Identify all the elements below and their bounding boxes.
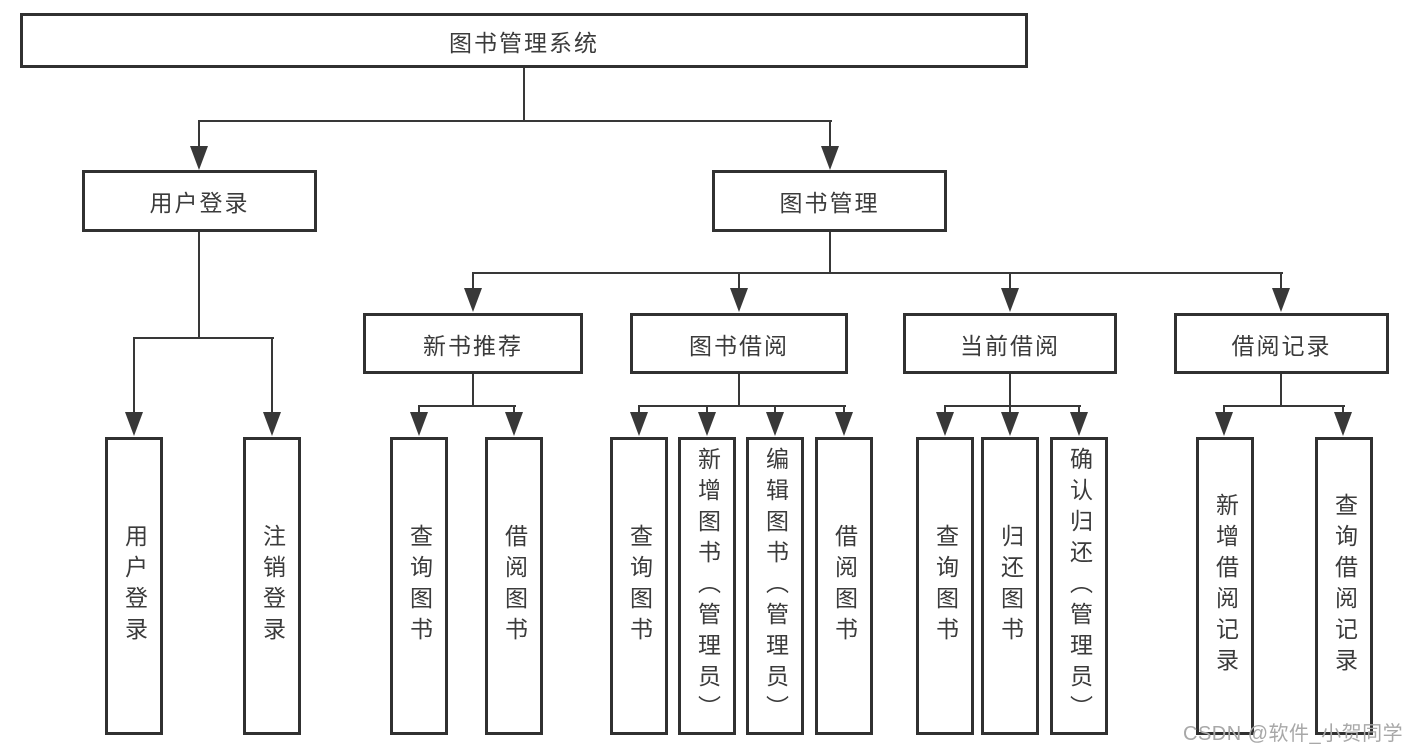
leaf-query-books-recommend: 查询图书 bbox=[390, 437, 448, 735]
arrowhead-down-icon bbox=[1272, 288, 1290, 312]
connector-root-stem bbox=[523, 68, 525, 122]
leaf-borrow-books-recommend-label: 借阅图书 bbox=[501, 524, 528, 648]
leaf-edit-book-admin: 编辑图书（管理员） bbox=[746, 437, 804, 735]
connector-drop bbox=[1078, 405, 1080, 417]
leaf-add-book-admin-label: 新增图书（管理员） bbox=[694, 446, 721, 726]
leaf-query-books-recommend-label: 查询图书 bbox=[406, 524, 433, 648]
connector-drop bbox=[198, 120, 200, 150]
node-user-login: 用户登录 bbox=[82, 170, 317, 232]
arrowhead-down-icon bbox=[766, 412, 784, 436]
connector-borrowrecords-splitter bbox=[1223, 405, 1345, 407]
connector-bookborrow-stem bbox=[738, 374, 740, 407]
leaf-add-book-admin: 新增图书（管理员） bbox=[678, 437, 736, 735]
arrowhead-down-icon bbox=[936, 412, 954, 436]
connector-drop bbox=[944, 405, 946, 417]
node-borrow-records: 借阅记录 bbox=[1174, 313, 1389, 374]
leaf-add-borrow-record-label: 新增借阅记录 bbox=[1212, 493, 1239, 679]
node-book-management-label: 图书管理 bbox=[779, 190, 880, 216]
leaf-return-books-label: 归还图书 bbox=[997, 524, 1024, 648]
connector-drop bbox=[1342, 405, 1344, 417]
arrowhead-down-icon bbox=[698, 412, 716, 436]
node-book-borrow: 图书借阅 bbox=[630, 313, 848, 374]
node-borrow-records-label: 借阅记录 bbox=[1231, 332, 1332, 359]
leaf-add-borrow-record: 新增借阅记录 bbox=[1196, 437, 1254, 735]
leaf-query-books-borrow-label: 查询图书 bbox=[626, 524, 653, 648]
arrowhead-down-icon bbox=[730, 288, 748, 312]
leaf-borrow-books-recommend: 借阅图书 bbox=[485, 437, 543, 735]
connector-drop bbox=[1223, 405, 1225, 417]
leaf-logout-label: 注销登录 bbox=[259, 524, 286, 648]
connector-newbook-stem bbox=[472, 374, 474, 407]
leaf-query-books-current: 查询图书 bbox=[916, 437, 974, 735]
connector-drop bbox=[829, 120, 831, 150]
node-user-login-label: 用户登录 bbox=[149, 190, 250, 216]
arrowhead-down-icon bbox=[835, 412, 853, 436]
arrowhead-down-icon bbox=[505, 412, 523, 436]
connector-root-splitter bbox=[198, 120, 832, 122]
leaf-query-books-current-label: 查询图书 bbox=[932, 524, 959, 648]
arrowhead-down-icon bbox=[1001, 288, 1019, 312]
leaf-return-books: 归还图书 bbox=[981, 437, 1039, 735]
connector-drop bbox=[1009, 405, 1011, 417]
leaf-edit-book-admin-label: 编辑图书（管理员） bbox=[762, 446, 789, 726]
arrowhead-down-icon bbox=[1334, 412, 1352, 436]
connector-drop bbox=[1280, 272, 1282, 290]
arrowhead-down-icon bbox=[1070, 412, 1088, 436]
connector-bookmgmt-stem bbox=[829, 232, 831, 274]
connector-drop bbox=[706, 405, 708, 417]
arrowhead-down-icon bbox=[1215, 412, 1233, 436]
arrowhead-down-icon bbox=[630, 412, 648, 436]
connector-bookmgmt-splitter bbox=[472, 272, 1283, 274]
connector-drop bbox=[738, 272, 740, 290]
connector-drop bbox=[271, 337, 273, 417]
connector-drop bbox=[472, 272, 474, 290]
node-root: 图书管理系统 bbox=[20, 13, 1028, 68]
arrowhead-down-icon bbox=[464, 288, 482, 312]
arrowhead-down-icon bbox=[1001, 412, 1019, 436]
leaf-user-login: 用户登录 bbox=[105, 437, 163, 735]
leaf-logout: 注销登录 bbox=[243, 437, 301, 735]
leaf-user-login-label: 用户登录 bbox=[121, 524, 148, 648]
connector-userlogin-splitter bbox=[133, 337, 274, 339]
leaf-confirm-return-admin-label: 确认归还（管理员） bbox=[1066, 446, 1093, 726]
connector-currentborrow-splitter bbox=[944, 405, 1081, 407]
connector-drop bbox=[774, 405, 776, 417]
node-new-book-recommend: 新书推荐 bbox=[363, 313, 583, 374]
connector-borrowrecords-stem bbox=[1280, 374, 1282, 407]
connector-drop bbox=[133, 337, 135, 417]
node-book-management: 图书管理 bbox=[712, 170, 947, 232]
leaf-borrow-books: 借阅图书 bbox=[815, 437, 873, 735]
connector-drop bbox=[843, 405, 845, 417]
node-new-book-recommend-label: 新书推荐 bbox=[423, 332, 523, 359]
node-current-borrow-label: 当前借阅 bbox=[960, 332, 1060, 359]
arrowhead-down-icon bbox=[190, 146, 208, 170]
arrowhead-down-icon bbox=[410, 412, 428, 436]
connector-drop bbox=[638, 405, 640, 417]
connector-drop bbox=[1009, 272, 1011, 290]
connector-currentborrow-stem bbox=[1009, 374, 1011, 407]
node-root-label: 图书管理系统 bbox=[449, 29, 599, 56]
arrowhead-down-icon bbox=[125, 412, 143, 436]
connector-newbook-splitter bbox=[418, 405, 516, 407]
connector-userlogin-stem bbox=[198, 232, 200, 339]
leaf-confirm-return-admin: 确认归还（管理员） bbox=[1050, 437, 1108, 735]
leaf-query-borrow-record-label: 查询借阅记录 bbox=[1331, 493, 1358, 679]
connector-drop bbox=[418, 405, 420, 417]
csdn-watermark: CSDN @软件_小贺同学 bbox=[1183, 723, 1404, 745]
node-book-borrow-label: 图书借阅 bbox=[689, 332, 789, 359]
leaf-borrow-books-label: 借阅图书 bbox=[831, 524, 858, 648]
node-current-borrow: 当前借阅 bbox=[903, 313, 1117, 374]
arrowhead-down-icon bbox=[263, 412, 281, 436]
arrowhead-down-icon bbox=[821, 146, 839, 170]
leaf-query-books-borrow: 查询图书 bbox=[610, 437, 668, 735]
connector-drop bbox=[513, 405, 515, 417]
leaf-query-borrow-record: 查询借阅记录 bbox=[1315, 437, 1373, 735]
connector-bookborrow-splitter bbox=[638, 405, 846, 407]
